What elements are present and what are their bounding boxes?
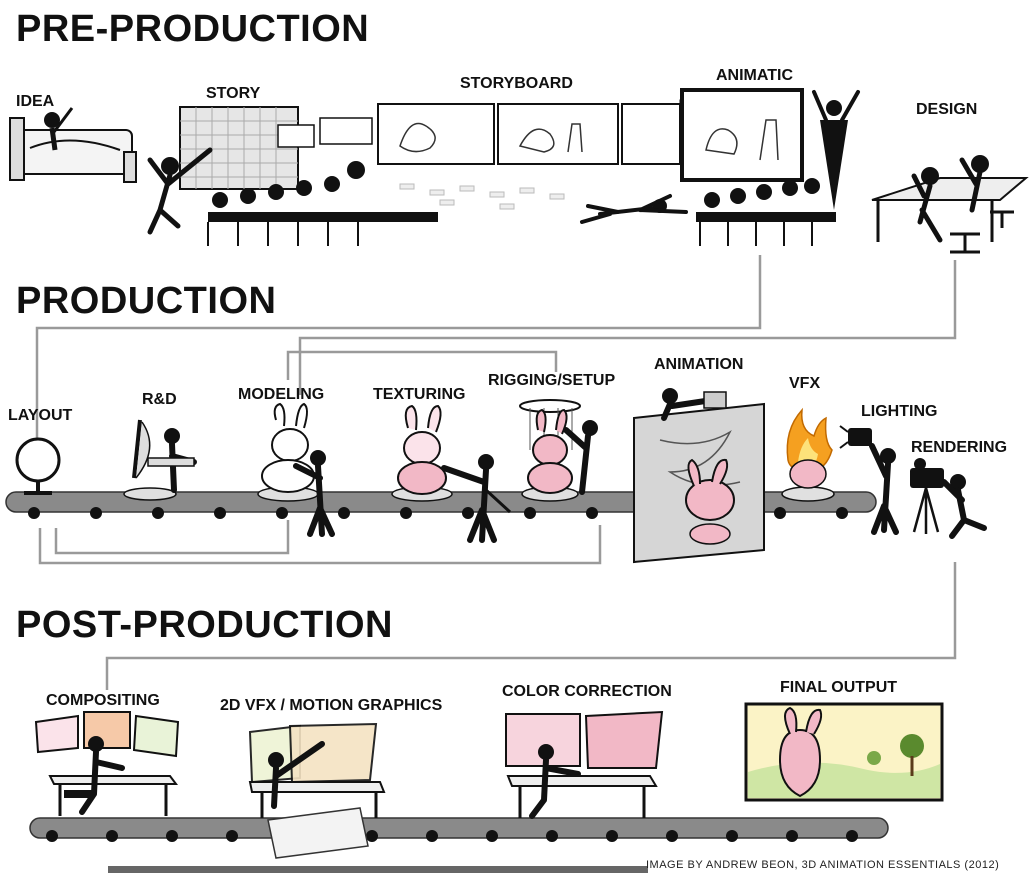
post-production-conveyor-belt bbox=[29, 817, 889, 842]
connector-production-loop bbox=[38, 525, 602, 565]
stage-label-storyboard: STORYBOARD bbox=[460, 75, 573, 92]
modeling-bunny-icon bbox=[257, 402, 335, 537]
stage-label-lighting: LIGHTING bbox=[861, 403, 938, 420]
section-title-pre-production: PRE-PRODUCTION bbox=[16, 8, 370, 50]
animatic-screen-icon bbox=[680, 88, 860, 246]
color-correction-station-icon bbox=[505, 710, 664, 819]
final-output-screen-icon bbox=[744, 702, 944, 802]
stage-label-compositing: COMPOSITING bbox=[46, 692, 160, 709]
stage-label-texturing: TEXTURING bbox=[373, 386, 466, 403]
connector-rendering-to-post bbox=[105, 562, 957, 690]
layout-camera-icon bbox=[15, 437, 61, 495]
section-title-post-production: POST-PRODUCTION bbox=[16, 604, 393, 646]
compositing-station-icon bbox=[34, 711, 180, 816]
stage-label-color-correction: COLOR CORRECTION bbox=[502, 683, 672, 700]
stage-label-final-output: FINAL OUTPUT bbox=[780, 679, 898, 696]
scattered-papers bbox=[399, 183, 565, 210]
storyboard-panels bbox=[377, 99, 717, 165]
connector-design-to-layout bbox=[298, 260, 957, 395]
connector-layout-loop bbox=[54, 520, 290, 555]
animatic-audience bbox=[696, 178, 836, 246]
section-title-production: PRODUCTION bbox=[16, 280, 277, 322]
stage-label-r-and-d: R&D bbox=[142, 391, 177, 408]
stage-label-animatic: ANIMATIC bbox=[716, 67, 794, 84]
story-board-icon bbox=[147, 106, 438, 246]
stage-label-motion-graphics: 2D VFX / MOTION GRAPHICS bbox=[220, 697, 443, 714]
stage-label-rigging-setup: RIGGING/SETUP bbox=[488, 372, 616, 389]
vfx-fire-icon bbox=[781, 407, 835, 502]
lighting-lamp-icon bbox=[839, 425, 899, 535]
connector-animatic-to-layout bbox=[35, 255, 762, 440]
fallen-figure-icon bbox=[580, 194, 688, 224]
texturing-bunny-icon bbox=[391, 404, 512, 543]
r-and-d-figure-icon bbox=[123, 419, 197, 501]
stage-label-modeling: MODELING bbox=[238, 386, 325, 403]
animation-screen-icon bbox=[633, 388, 765, 564]
stage-label-idea: IDEA bbox=[16, 93, 55, 110]
stage-label-vfx: VFX bbox=[789, 375, 821, 392]
rigging-bunny-icon bbox=[519, 399, 598, 502]
idea-bed-icon bbox=[9, 107, 137, 183]
motion-graphics-station-icon bbox=[248, 722, 386, 859]
stage-label-design: DESIGN bbox=[916, 101, 978, 118]
stage-label-animation: ANIMATION bbox=[654, 356, 744, 373]
pipeline-connectors bbox=[35, 255, 957, 690]
stage-label-layout: LAYOUT bbox=[8, 407, 73, 424]
connector-modeling-to-rigging bbox=[286, 350, 558, 380]
credit-bar bbox=[108, 866, 648, 873]
rendering-camera-icon bbox=[910, 458, 987, 539]
story-audience bbox=[207, 161, 438, 246]
design-desk-icon bbox=[871, 155, 1029, 254]
image-credit: IMAGE BY ANDREW BEON, 3D ANIMATION ESSEN… bbox=[646, 859, 1000, 871]
stage-label-rendering: RENDERING bbox=[911, 439, 1008, 456]
stage-label-story: STORY bbox=[206, 85, 261, 102]
